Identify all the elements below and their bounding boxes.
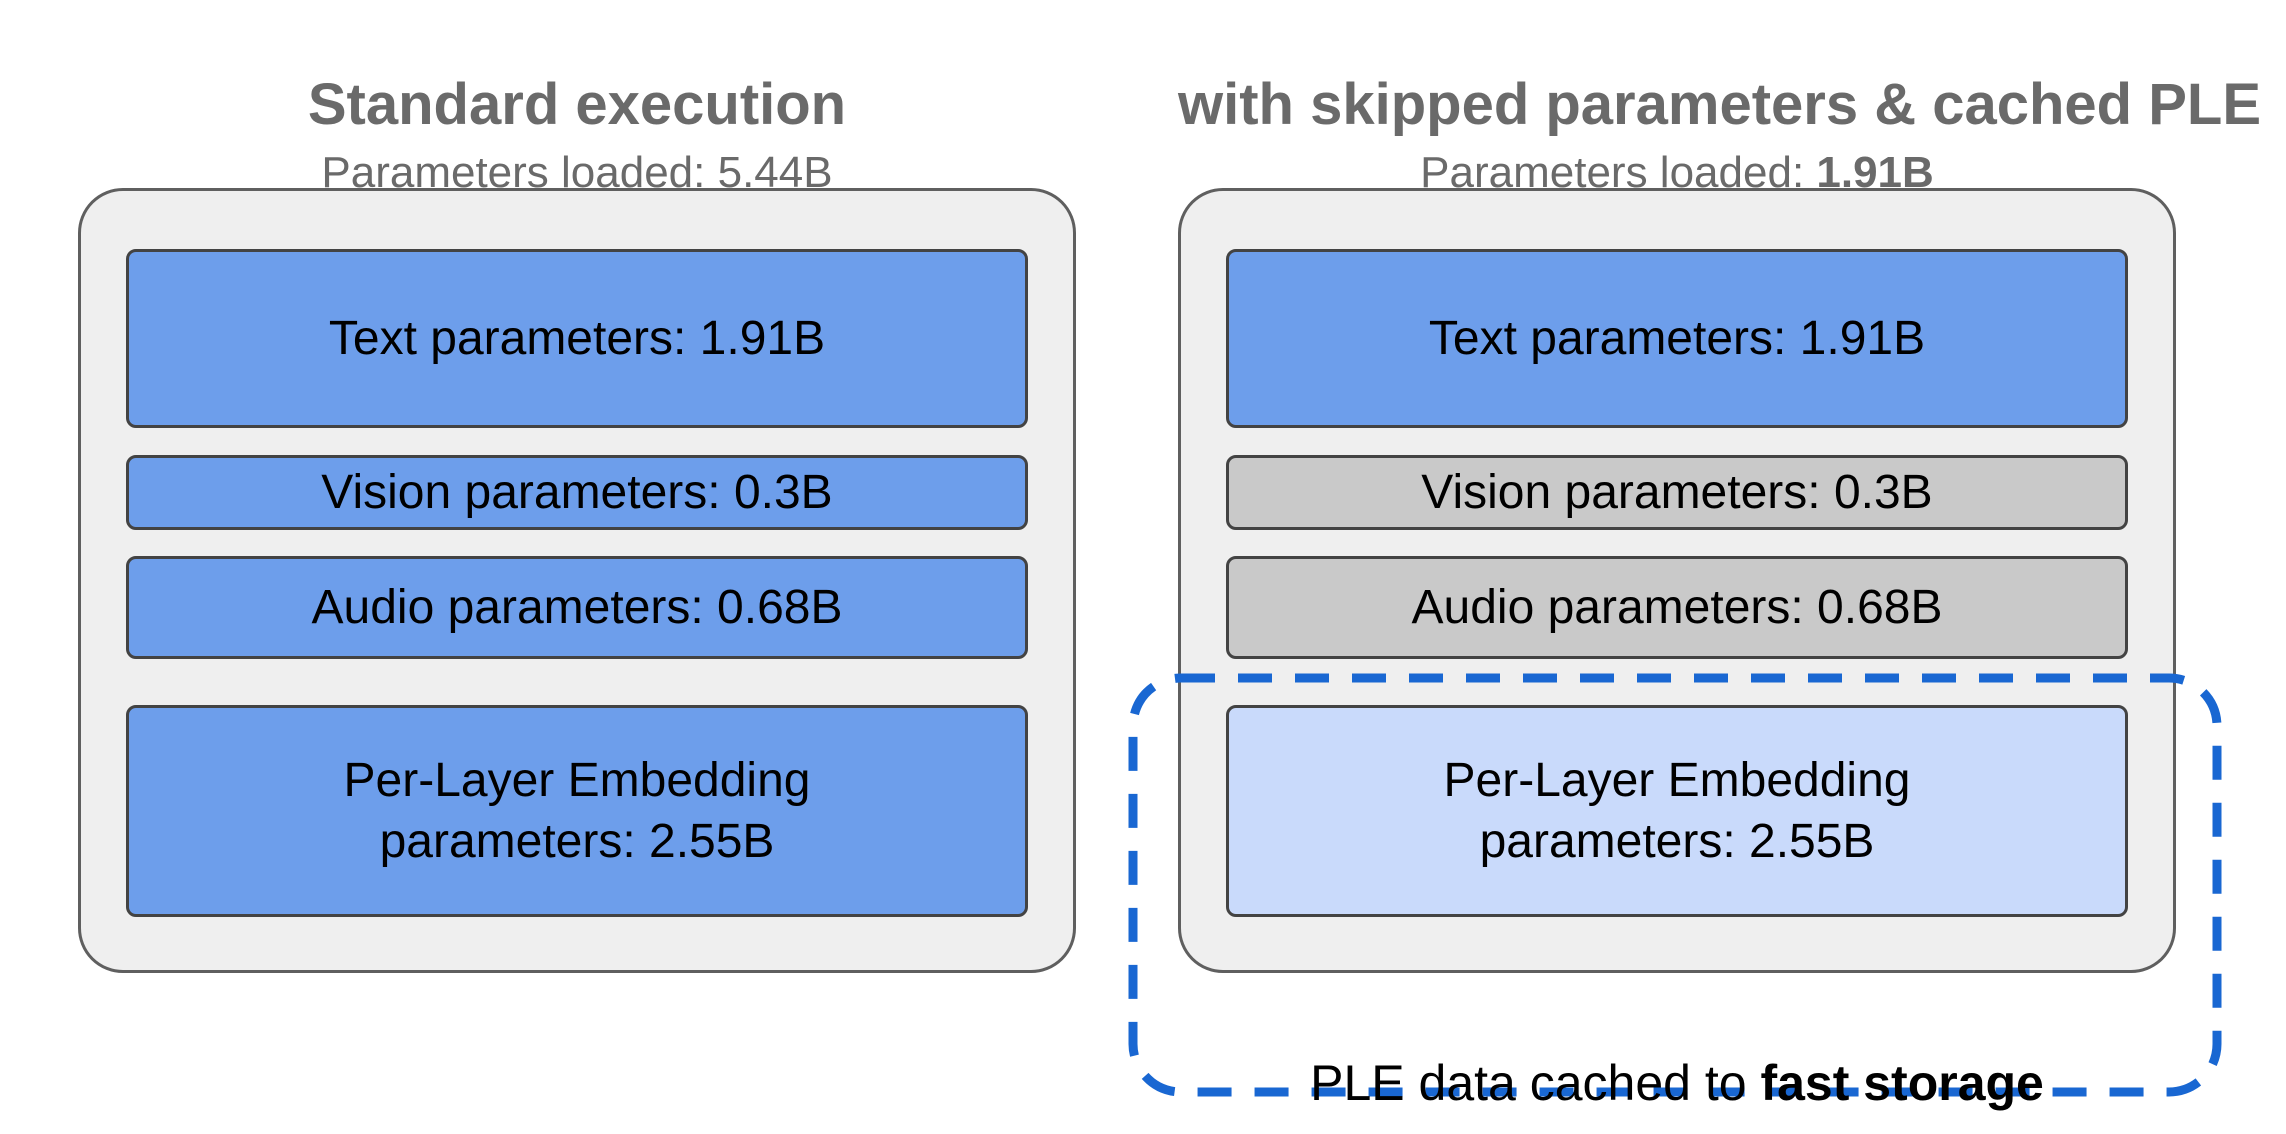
ple-cache-note-prefix: PLE data cached to: [1310, 1055, 1761, 1111]
left-model-container: Text parameters: 1.91B Vision parameters…: [78, 188, 1076, 973]
right-vision-parameters-box-skipped: Vision parameters: 0.3B: [1226, 455, 2128, 530]
left-audio-parameters-box: Audio parameters: 0.68B: [126, 556, 1028, 659]
right-model-container: Text parameters: 1.91B Vision parameters…: [1178, 188, 2176, 973]
left-per-layer-embedding-box: Per-Layer Embedding parameters: 2.55B: [126, 705, 1028, 917]
left-ple-line1: Per-Layer Embedding: [343, 753, 811, 807]
left-vision-parameters-box: Vision parameters: 0.3B: [126, 455, 1028, 530]
right-panel-title: with skipped parameters & cached PLE: [1178, 72, 2262, 138]
ple-cache-note: PLE data cached to fast storage: [1178, 1054, 2176, 1112]
right-per-layer-embedding-box-cached: Per-Layer Embedding parameters: 2.55B: [1226, 705, 2128, 917]
left-panel-title: Standard execution: [307, 72, 847, 138]
left-ple-line2: parameters: 2.55B: [379, 815, 775, 868]
left-text-parameters-box: Text parameters: 1.91B: [126, 249, 1028, 428]
right-ple-line2: parameters: 2.55B: [1479, 815, 1875, 868]
ple-cache-note-bold: fast storage: [1760, 1055, 2044, 1111]
right-audio-parameters-box-skipped: Audio parameters: 0.68B: [1226, 556, 2128, 659]
right-ple-line1: Per-Layer Embedding: [1443, 753, 1911, 807]
right-text-parameters-box: Text parameters: 1.91B: [1226, 249, 2128, 428]
